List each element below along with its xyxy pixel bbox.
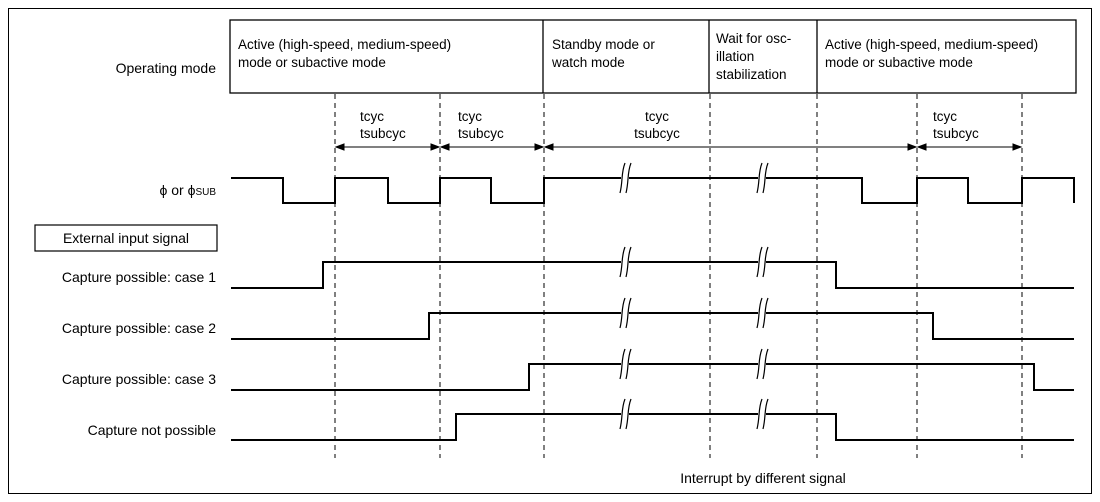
- signal-label-not-possible: Capture not possible: [88, 422, 217, 438]
- break-mark: [619, 162, 769, 194]
- external-input-label: External input signal: [63, 230, 189, 246]
- signal-label-case3: Capture possible: case 3: [62, 371, 216, 387]
- waveform-case2: [231, 312, 1074, 340]
- mode-cell-standby: Standby mode or watch mode: [551, 37, 655, 70]
- arrow-head: [1012, 143, 1023, 151]
- signal-label-case1: Capture possible: case 1: [62, 269, 216, 285]
- footer-caption: Interrupt by different signal: [680, 470, 846, 486]
- mode-text: watch mode: [551, 55, 625, 70]
- tsubcyc-label: tsubcyc: [458, 126, 504, 141]
- mode-text: Standby mode or: [552, 37, 655, 52]
- mode-cell-wait: Wait for osc- illation stabilization: [716, 31, 791, 82]
- tsubcyc-label: tsubcyc: [634, 126, 680, 141]
- mode-text: mode or subactive mode: [825, 55, 973, 70]
- break-mark: [619, 246, 769, 278]
- clock-phi-text: ϕ or ϕ: [160, 182, 196, 198]
- tsubcyc-label: tsubcyc: [360, 126, 406, 141]
- mode-text: Active (high-speed, medium-speed): [825, 37, 1038, 52]
- mode-table: [229, 19, 1077, 94]
- tsubcyc-label: tsubcyc: [933, 126, 979, 141]
- reference-lines: [334, 94, 1023, 458]
- arrow-head: [543, 143, 554, 151]
- break-mark: [619, 297, 769, 329]
- mode-table-border: [229, 19, 1077, 94]
- mode-cell-active-2: Active (high-speed, medium-speed) mode o…: [825, 37, 1038, 70]
- break-marks: [619, 162, 769, 430]
- operating-mode-label: Operating mode: [116, 60, 217, 76]
- arrow-head: [907, 143, 918, 151]
- clock-waveform: [231, 177, 1075, 204]
- arrow-head: [334, 143, 345, 151]
- clock-sub-text: SUB: [195, 187, 216, 198]
- break-mark: [619, 398, 769, 430]
- waveform-case3: [231, 363, 1074, 391]
- diagram-frame: [8, 8, 1092, 494]
- tcyc-label: tcyc: [360, 109, 384, 124]
- mode-text: Active (high-speed, medium-speed): [238, 37, 451, 52]
- mode-cell-active-1: Active (high-speed, medium-speed) mode o…: [238, 37, 451, 70]
- external-input-box: [34, 224, 218, 252]
- tcyc-label: tcyc: [645, 109, 669, 124]
- mode-text: Wait for osc-: [716, 31, 791, 46]
- break-mark: [619, 348, 769, 380]
- arrow-head: [534, 143, 545, 151]
- timing-label: tcyc tsubcyc: [933, 109, 979, 141]
- mode-text: mode or subactive mode: [238, 55, 386, 70]
- timing-label: tcyc tsubcyc: [360, 109, 406, 141]
- waveform-not-possible: [231, 413, 1074, 441]
- arrow-head: [430, 143, 441, 151]
- tcyc-label: tcyc: [933, 109, 957, 124]
- timing-label: tcyc tsubcyc: [634, 109, 680, 141]
- arrow-head: [916, 143, 927, 151]
- clock-label: ϕ or ϕSUB: [160, 182, 217, 198]
- mode-text: stabilization: [716, 67, 787, 82]
- waveform-case1: [231, 261, 1074, 289]
- tcyc-label: tcyc: [458, 109, 482, 124]
- signal-label-case2: Capture possible: case 2: [62, 320, 216, 336]
- mode-text: illation: [716, 49, 754, 64]
- timing-label: tcyc tsubcyc: [458, 109, 504, 141]
- arrow-head: [439, 143, 450, 151]
- timing-arrows: [334, 143, 1023, 151]
